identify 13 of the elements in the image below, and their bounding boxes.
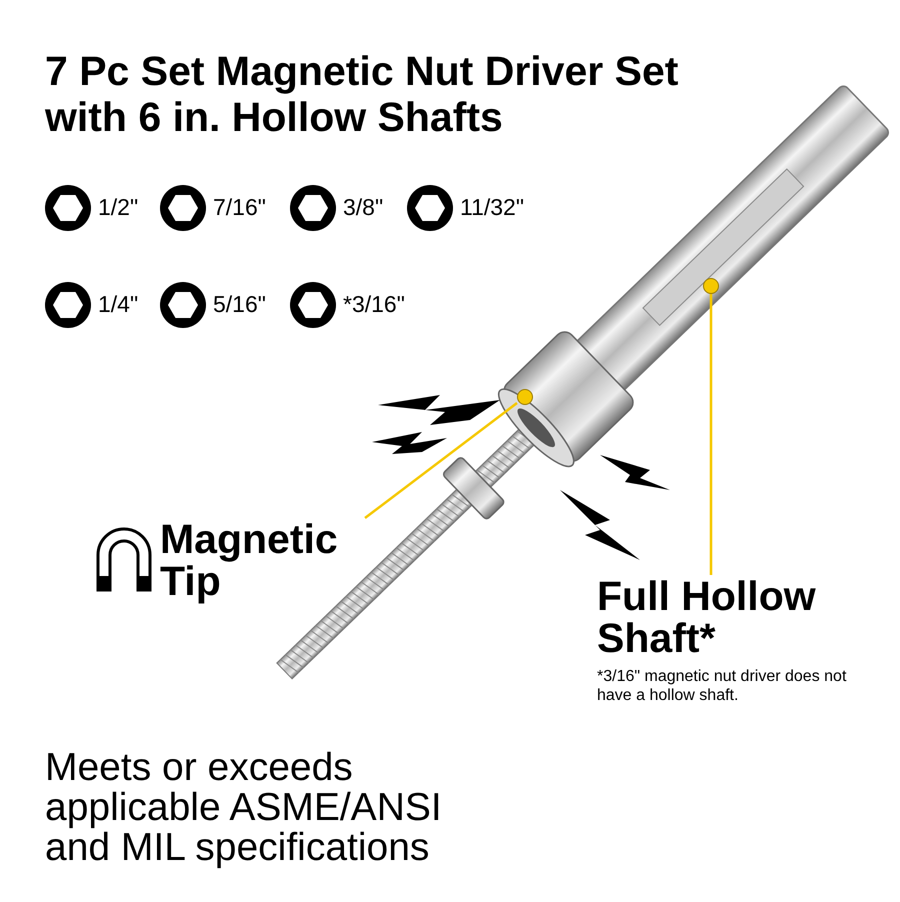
size-label: 5/16" <box>213 291 266 318</box>
size-label: 1/2" <box>98 194 138 221</box>
size-label: *3/16" <box>343 291 405 318</box>
callout-text: Magnetic Tip <box>160 518 339 602</box>
callout-text: Full Hollow Shaft* <box>597 575 817 659</box>
title: 7 Pc Set Magnetic Nut Driver Set with 6 in. Hollow Shafts <box>45 48 680 140</box>
size-label: 11/32" <box>460 194 524 221</box>
size-label: 7/16" <box>213 194 266 221</box>
specification-text: Meets or exceeds applicable ASME/ANSI and MIL specifications <box>45 748 443 868</box>
leader-line <box>710 294 712 575</box>
size-label: 3/8" <box>343 194 384 221</box>
size-label: 1/4" <box>98 291 138 318</box>
footnote: *3/16" magnetic nut driver does not have a hollow shaft. <box>597 667 848 705</box>
